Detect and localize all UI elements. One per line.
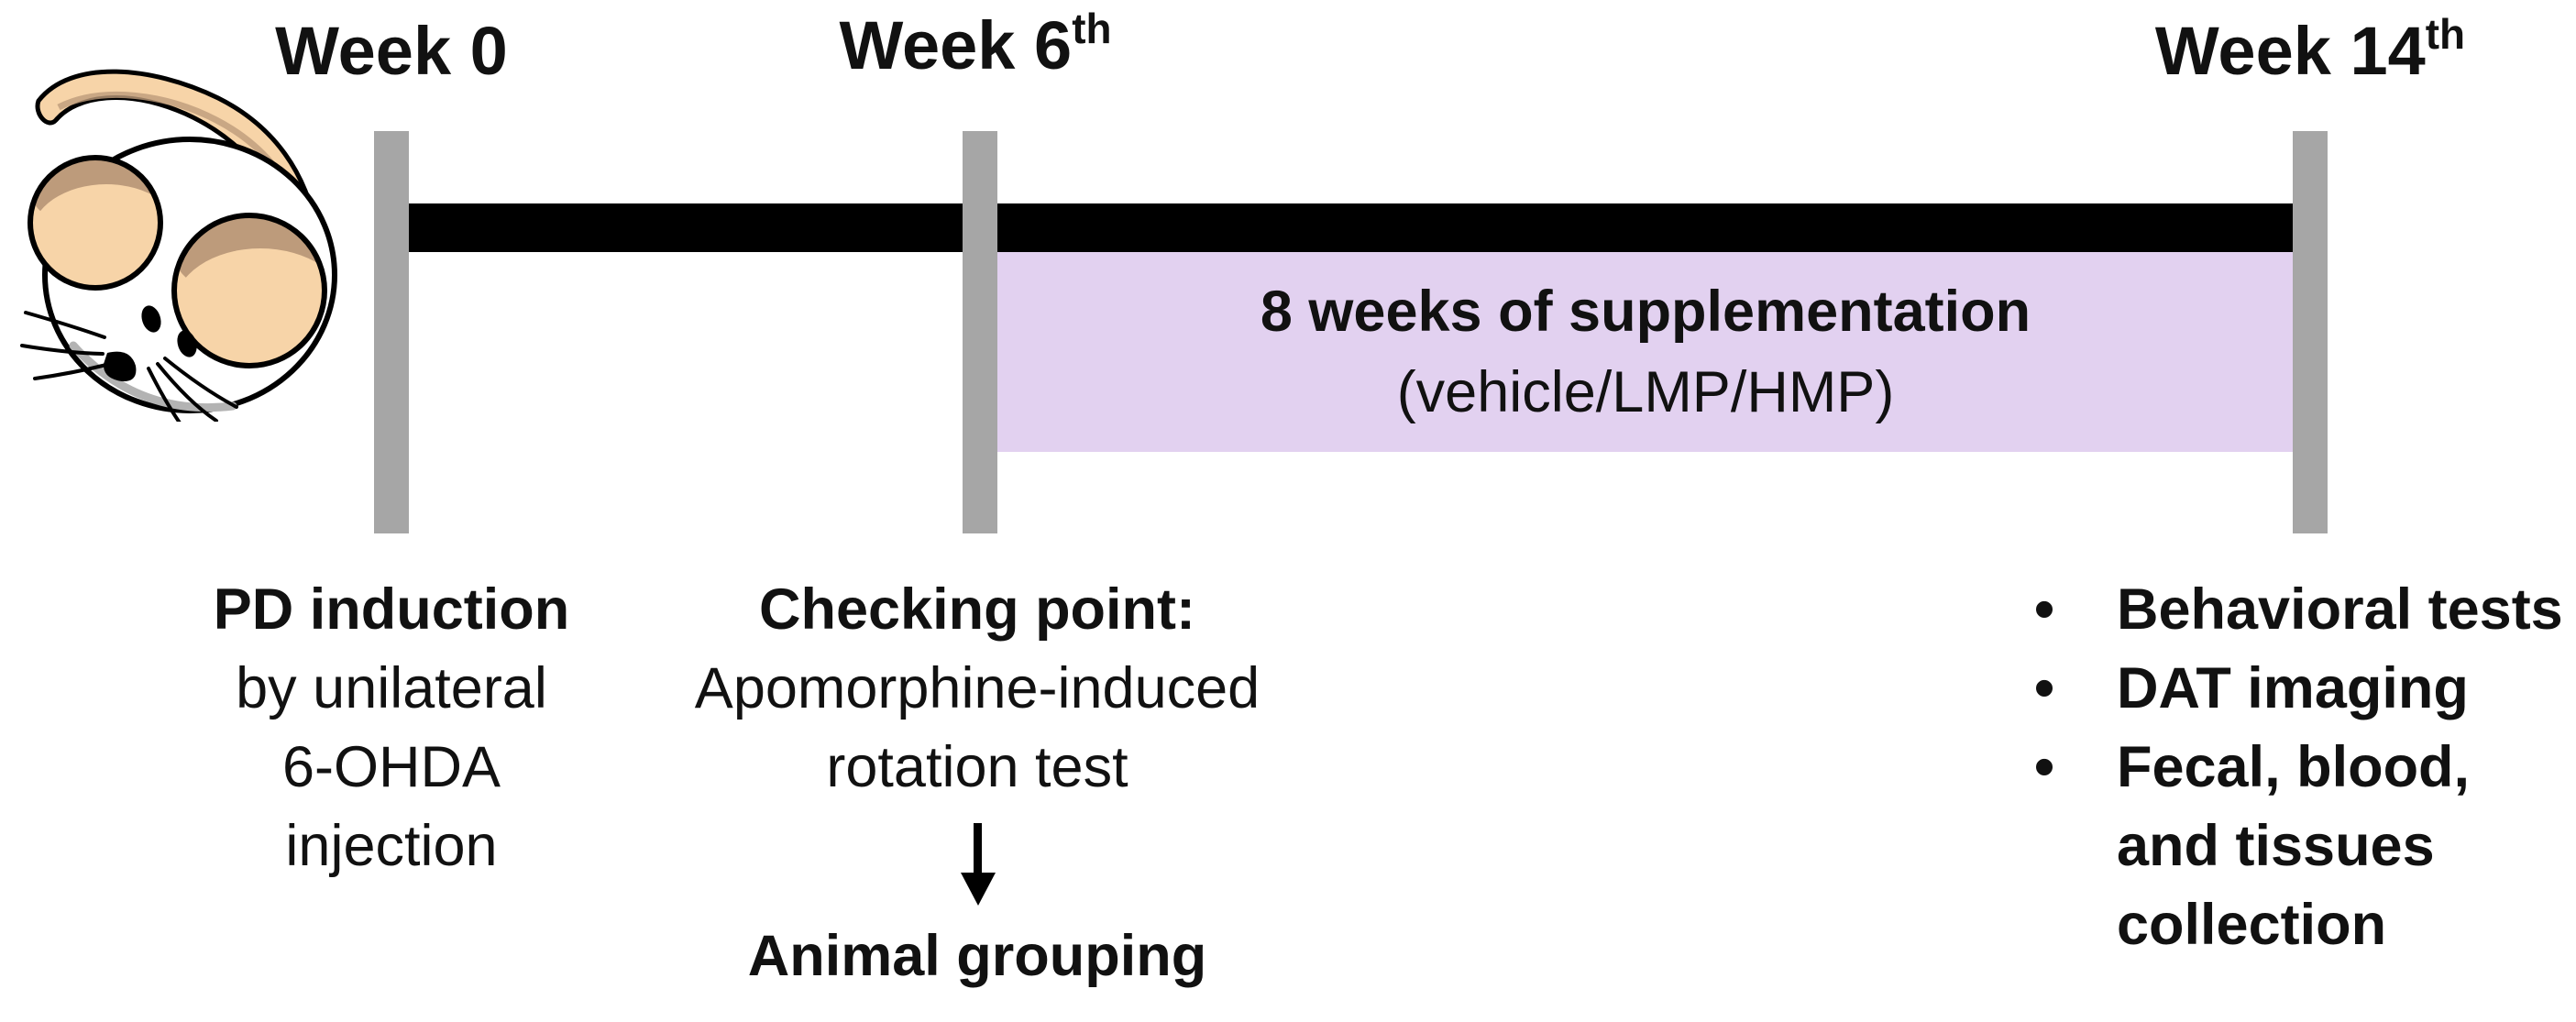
- week0-tick-bar: [374, 131, 409, 533]
- list-item: • Fecal, blood, and tissues collection: [2021, 728, 2571, 964]
- supplementation-period-box: 8 weeks of supplementation (vehicle/LMP/…: [997, 252, 2294, 452]
- bullet-icon: •: [2034, 735, 2055, 799]
- supplementation-title: 8 weeks of supplementation: [1260, 280, 2031, 344]
- pd-induction-line3: injection: [285, 814, 498, 878]
- bullet-icon: •: [2034, 577, 2055, 642]
- week6-label-text: Week 6: [839, 7, 1073, 83]
- endpoint-item-dat-imaging: DAT imaging: [2117, 656, 2469, 720]
- week14-label: Week 14th: [2072, 13, 2548, 89]
- week14-label-sup: th: [2425, 10, 2466, 58]
- pd-induction-block: PD induction by unilateral 6-OHDA inject…: [116, 570, 666, 885]
- week0-label-text: Week 0: [275, 13, 508, 89]
- week6-label: Week 6th: [737, 7, 1214, 83]
- mouse-icon: [20, 69, 337, 422]
- animal-grouping-label: Animal grouping: [747, 924, 1207, 988]
- week6-tick-bar: [963, 131, 997, 533]
- checking-point-title: Checking point:: [759, 577, 1195, 642]
- list-item: • Behavioral tests: [2021, 570, 2571, 649]
- week6-label-sup: th: [1072, 5, 1112, 52]
- pd-induction-title: PD induction: [213, 577, 570, 642]
- week0-label: Week 0: [153, 15, 630, 88]
- checking-point-line1: Apomorphine-induced: [694, 656, 1260, 720]
- endpoint-item-sample-collection: Fecal, blood, and tissues collection: [2117, 735, 2471, 957]
- supplementation-subtitle: (vehicle/LMP/HMP): [1396, 360, 1895, 424]
- list-item: • DAT imaging: [2021, 649, 2571, 728]
- endpoint-list: • Behavioral tests • DAT imaging • Fecal…: [2021, 570, 2571, 964]
- pd-induction-line1: by unilateral: [236, 656, 547, 720]
- checking-point-block: Checking point: Apomorphine-induced rota…: [656, 570, 1298, 807]
- down-arrow-head-icon: [961, 873, 996, 906]
- bullet-icon: •: [2034, 656, 2055, 720]
- pd-induction-line2: 6-OHDA: [281, 735, 501, 799]
- week14-tick-bar: [2293, 131, 2328, 533]
- down-arrow-icon: [974, 823, 982, 876]
- checking-point-line2: rotation test: [826, 735, 1128, 799]
- endpoint-item-behavioral-tests: Behavioral tests: [2117, 577, 2563, 642]
- week14-label-text: Week 14: [2154, 13, 2426, 89]
- timeline-bar: [409, 203, 2294, 252]
